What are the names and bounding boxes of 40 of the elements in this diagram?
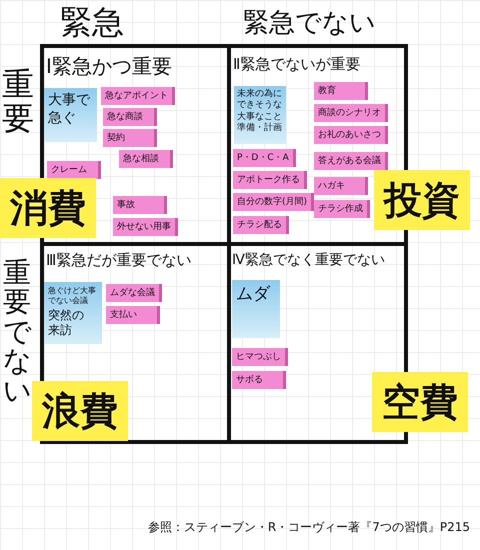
sticky-note: 浪費 (32, 381, 128, 441)
sticky-note: 自分の数字(月間) (233, 193, 314, 211)
note-text: 急ぐけど大事でない会議 (48, 286, 96, 306)
sticky-note: 事故 (113, 196, 167, 214)
reference-note: 参照：スティーブン・R・コーヴィー著『7つの習慣』P215 (148, 521, 470, 533)
sticky-note: チラシ作成 (314, 200, 370, 218)
sticky-note: 支払い (106, 306, 160, 324)
sticky-note: チラシ配る (233, 216, 289, 234)
sticky-note: 消費 (0, 178, 96, 238)
sticky-note: 教育 (314, 82, 368, 100)
sticky-note: 急なアポイント (101, 87, 175, 105)
note-text: 突然の来訪 (48, 308, 84, 337)
sticky-note: 答えがある会議 (314, 152, 388, 170)
sticky-note: 空費 (372, 372, 468, 432)
sticky-note: ハガキ (314, 177, 368, 195)
sticky-note: 急な商談 (103, 108, 157, 126)
sticky-note: 商談のシナリオ (314, 104, 388, 122)
axis-label: 重要でない (3, 258, 31, 405)
sticky-note: 外せない用事 (113, 218, 178, 236)
sticky-note: サボる (232, 371, 286, 389)
sticky-note: ヒマつぶし (232, 348, 288, 366)
quadrant-heading: Ⅲ緊急だが重要でない (46, 251, 192, 269)
sticky-note: アポトーク作る (233, 171, 307, 189)
sticky-note: 契約 (103, 129, 157, 147)
sticky-note: P・D・C・A (233, 149, 296, 167)
axis-label: 緊急でない (243, 10, 376, 36)
sticky-note: ムダな会議 (106, 284, 162, 302)
sticky-note (44, 282, 102, 344)
quadrant-heading: Ⅱ緊急でないが重要 (233, 55, 360, 73)
quadrant-heading: Ⅰ緊急かつ重要 (46, 54, 172, 78)
axis-label: 緊急 (60, 6, 124, 38)
sticky-note: 未来の為にできそうな大事なこと準備・計画 (234, 86, 286, 144)
quadrant-heading: Ⅳ緊急でなく重要でない (232, 252, 385, 269)
axis-label: 重要 (2, 68, 34, 136)
sticky-note: 大事で急ぐ (44, 88, 97, 142)
sticky-note: お礼のあいさつ (314, 126, 388, 144)
sticky-note: 急な相談 (119, 150, 173, 168)
sticky-note: クレーム (47, 161, 101, 179)
sticky-note: 投資 (374, 170, 470, 230)
sticky-note: ムダ (232, 280, 280, 338)
